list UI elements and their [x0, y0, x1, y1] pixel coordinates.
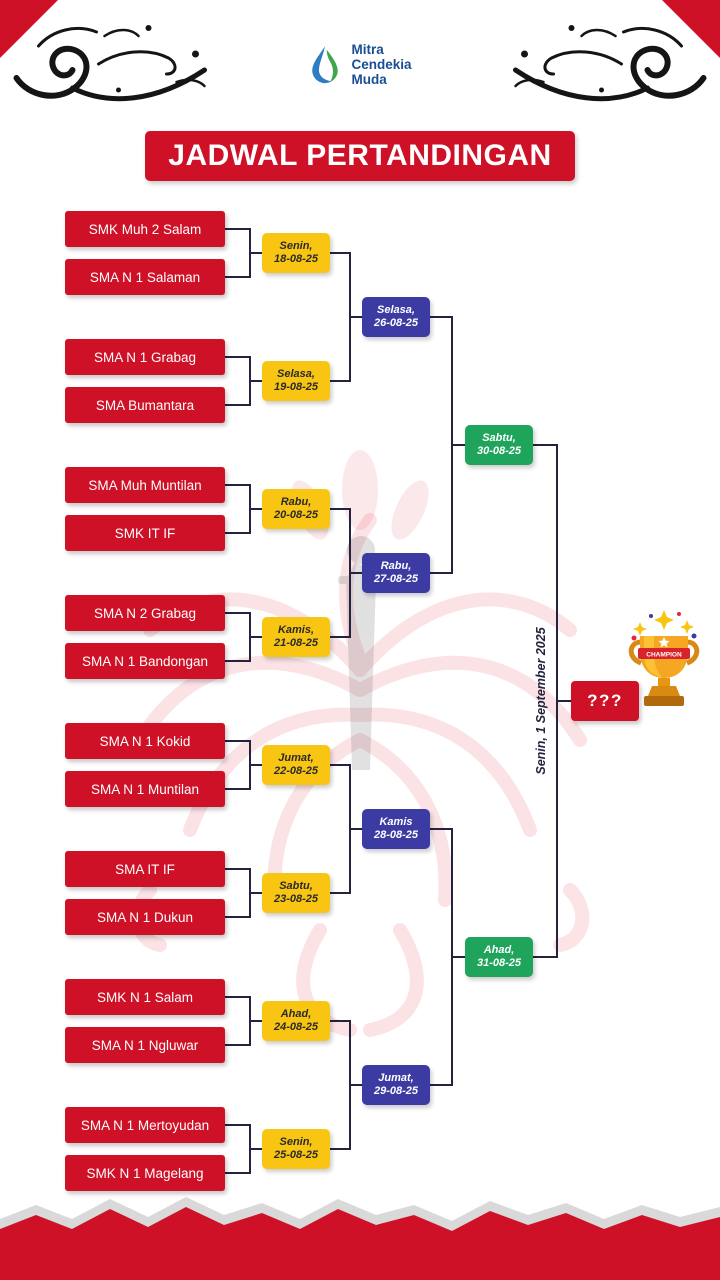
team-box-16: SMK N 1 Magelang — [65, 1155, 225, 1191]
round1-date-1: Senin, 18-08-25 — [262, 233, 330, 273]
match-day: Kamis — [379, 815, 413, 828]
match-day: Ahad, — [280, 1007, 312, 1020]
team-box-9: SMA N 1 Kokid — [65, 723, 225, 759]
torn-paper-edge — [0, 1197, 720, 1280]
round1-date-3: Rabu, 20-08-25 — [262, 489, 330, 529]
drop-logo-icon — [312, 45, 339, 83]
match-day: Rabu, — [380, 559, 412, 572]
match-date: 29-08-25 — [373, 1085, 419, 1097]
team-box-10: SMA N 1 Muntilan — [65, 771, 225, 807]
corner-flourish-left-icon — [13, 25, 207, 102]
logo-text: Mitra Cendekia Muda — [351, 42, 411, 87]
team-box-6: SMK IT IF — [65, 515, 225, 551]
svg-text:CHAMPION: CHAMPION — [646, 652, 682, 659]
round1-date-4: Kamis, 21-08-25 — [262, 617, 330, 657]
match-date: 25-08-25 — [273, 1149, 319, 1161]
page-title: JADWAL PERTANDINGAN — [168, 139, 552, 172]
team-box-14: SMA N 1 Ngluwar — [65, 1027, 225, 1063]
team-box-15: SMA N 1 Mertoyudan — [65, 1107, 225, 1143]
title-banner: JADWAL PERTANDINGAN — [145, 131, 575, 181]
round1-date-7: Ahad, 24-08-25 — [262, 1001, 330, 1041]
team-box-12: SMA N 1 Dukun — [65, 899, 225, 935]
match-date: 27-08-25 — [373, 573, 419, 585]
match-day: Sabtu, — [279, 879, 313, 892]
match-day: Senin, — [279, 1135, 313, 1148]
team-box-4: SMA Bumantara — [65, 387, 225, 423]
match-date: 26-08-25 — [373, 317, 419, 329]
logo: Mitra Cendekia Muda — [0, 42, 720, 87]
semifinal-date-2: Ahad, 31-08-25 — [465, 937, 533, 977]
match-date: 31-08-25 — [476, 957, 522, 969]
match-day: Kamis, — [277, 623, 315, 636]
match-date: 18-08-25 — [273, 253, 319, 265]
team-box-2: SMA N 1 Salaman — [65, 259, 225, 295]
match-day: Rabu, — [280, 495, 312, 508]
match-date: 23-08-25 — [273, 893, 319, 905]
team-box-11: SMA IT IF — [65, 851, 225, 887]
round1-date-6: Sabtu, 23-08-25 — [262, 873, 330, 913]
match-date: 20-08-25 — [273, 509, 319, 521]
round1-date-8: Senin, 25-08-25 — [262, 1129, 330, 1169]
final-date-label: Senin, 1 September 2025 — [534, 627, 548, 775]
match-day: Selasa, — [377, 303, 415, 316]
match-date: 24-08-25 — [273, 1021, 319, 1033]
logo-line1: Mitra — [351, 42, 384, 57]
match-date: 21-08-25 — [273, 637, 319, 649]
match-day: Jumat, — [378, 1071, 414, 1084]
final-winner-placeholder: ??? — [587, 691, 623, 710]
match-day: Jumat, — [278, 751, 314, 764]
round1-date-5: Jumat, 22-08-25 — [262, 745, 330, 785]
match-date: 19-08-25 — [273, 381, 319, 393]
team-box-7: SMA N 2 Grabag — [65, 595, 225, 631]
match-day: Ahad, — [483, 943, 515, 956]
match-day: Senin, — [279, 239, 313, 252]
corner-triangle-left — [0, 0, 58, 58]
trophy-icon: CHAMPION — [628, 610, 700, 706]
corner-triangle-right — [662, 0, 720, 58]
team-box-8: SMA N 1 Bandongan — [65, 643, 225, 679]
round1-date-2: Selasa, 19-08-25 — [262, 361, 330, 401]
round2-date-2: Rabu, 27-08-25 — [362, 553, 430, 593]
final-winner-box: ??? — [571, 681, 639, 721]
team-box-3: SMA N 1 Grabag — [65, 339, 225, 375]
semifinal-date-1: Sabtu, 30-08-25 — [465, 425, 533, 465]
logo-line2: Cendekia — [351, 57, 412, 72]
match-date: 30-08-25 — [476, 445, 522, 457]
round2-date-1: Selasa, 26-08-25 — [362, 297, 430, 337]
team-box-5: SMA Muh Muntilan — [65, 467, 225, 503]
round2-date-3: Kamis 28-08-25 — [362, 809, 430, 849]
match-day: Selasa, — [277, 367, 315, 380]
team-box-13: SMK N 1 Salam — [65, 979, 225, 1015]
team-box-1: SMK Muh 2 Salam — [65, 211, 225, 247]
match-date: 28-08-25 — [373, 829, 419, 841]
match-date: 22-08-25 — [273, 765, 319, 777]
match-day: Sabtu, — [482, 431, 516, 444]
round2-date-4: Jumat, 29-08-25 — [362, 1065, 430, 1105]
corner-flourish-right-icon — [513, 25, 707, 102]
logo-line3: Muda — [351, 72, 387, 87]
